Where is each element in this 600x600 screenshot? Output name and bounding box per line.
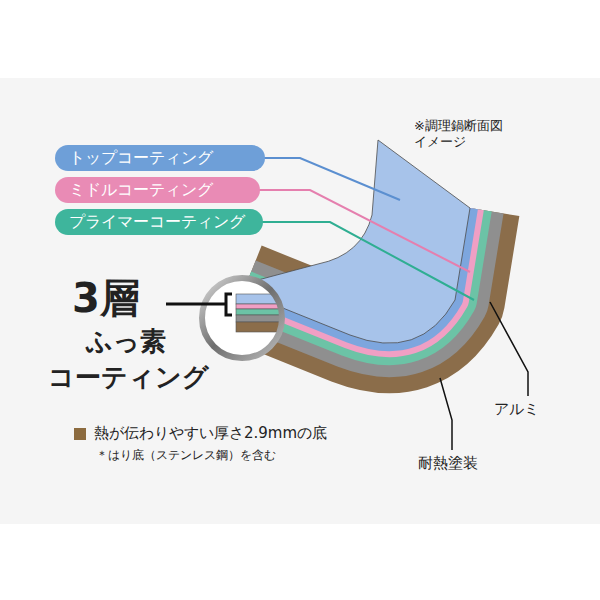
heading-text: ふっ素 <box>86 326 166 357</box>
leader-line <box>440 378 452 450</box>
coating-name: プライマーコーティング <box>69 214 245 230</box>
layer-bracket <box>226 294 232 315</box>
magnifier-ring <box>202 278 282 358</box>
note-text: ※調理鍋断面図 イメージ <box>414 118 532 149</box>
coating-label-box: ミドルコーティング <box>55 177 260 203</box>
leader-line <box>258 190 470 272</box>
leader-line <box>262 158 400 200</box>
coating-label-box: トップコーティング <box>55 145 265 171</box>
background-panel <box>0 78 600 524</box>
bracket-line <box>166 303 226 306</box>
leader-line <box>262 222 474 300</box>
part-name: 耐熱塗装 <box>418 454 478 472</box>
heading-text: コーティング <box>48 362 209 393</box>
leader-lines <box>258 158 528 450</box>
legend-row: 熱が伝わりやすい厚さ2.9mmの底 <box>74 424 327 443</box>
leader-line <box>490 302 528 396</box>
legend-text: 熱が伝わりやすい厚さ2.9mmの底 <box>94 424 327 443</box>
magnifier <box>166 278 296 358</box>
heading-number: 3層 <box>72 274 140 322</box>
legend-swatch <box>74 428 86 440</box>
coating-name: ミドルコーティング <box>69 182 213 198</box>
footnote: ＊はり底（ステンレス鋼）を含む <box>96 448 276 462</box>
coating-label-box: プライマーコーティング <box>55 209 263 235</box>
coating-name: トップコーティング <box>69 150 213 166</box>
part-name: アルミ <box>494 400 539 418</box>
